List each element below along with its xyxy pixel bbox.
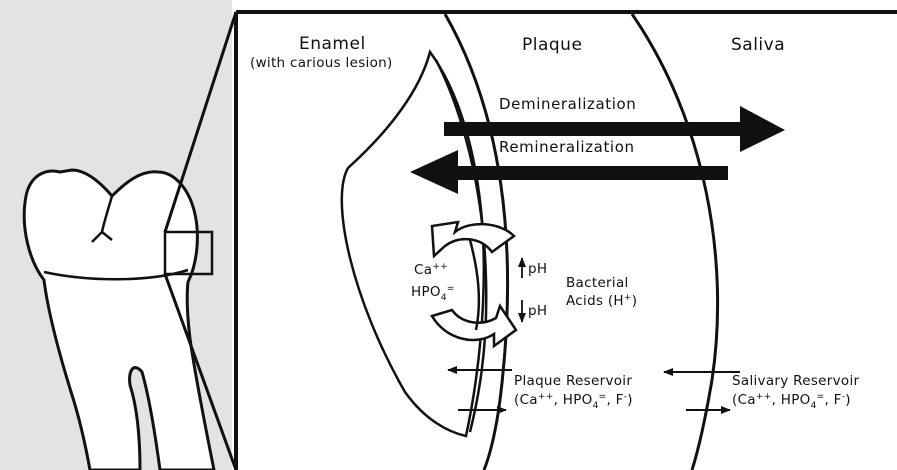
remineralization-arrow bbox=[410, 150, 728, 194]
salivary-reservoir-title: Salivary Reservoir bbox=[732, 374, 859, 388]
ph-down-label: pH bbox=[528, 304, 547, 318]
carious-lesion bbox=[342, 52, 484, 436]
bacterial-acids-label-line1: Bacterial bbox=[566, 276, 629, 290]
enamel-label: Enamel bbox=[299, 36, 366, 54]
plaque-reservoir-detail: (Ca++, HPO4=, F-) bbox=[514, 393, 633, 411]
phosphate-ion-label: HPO4= bbox=[411, 285, 455, 303]
plaque-label: Plaque bbox=[522, 37, 582, 55]
ph-up-label: pH bbox=[528, 262, 547, 276]
saliva-label: Saliva bbox=[731, 37, 785, 55]
enamel-sublabel: (with carious lesion) bbox=[250, 56, 393, 70]
remineralization-label: Remineralization bbox=[499, 140, 635, 156]
plaque-reservoir-title: Plaque Reservoir bbox=[514, 374, 632, 388]
bacterial-acids-label-line2: Acids (H+) bbox=[566, 294, 637, 308]
calcium-ion-label: Ca++ bbox=[414, 263, 448, 277]
demineralization-label: Demineralization bbox=[499, 97, 636, 113]
salivary-reservoir-detail: (Ca++, HPO4=, F-) bbox=[732, 393, 851, 411]
plaque-saliva-boundary bbox=[632, 14, 718, 470]
